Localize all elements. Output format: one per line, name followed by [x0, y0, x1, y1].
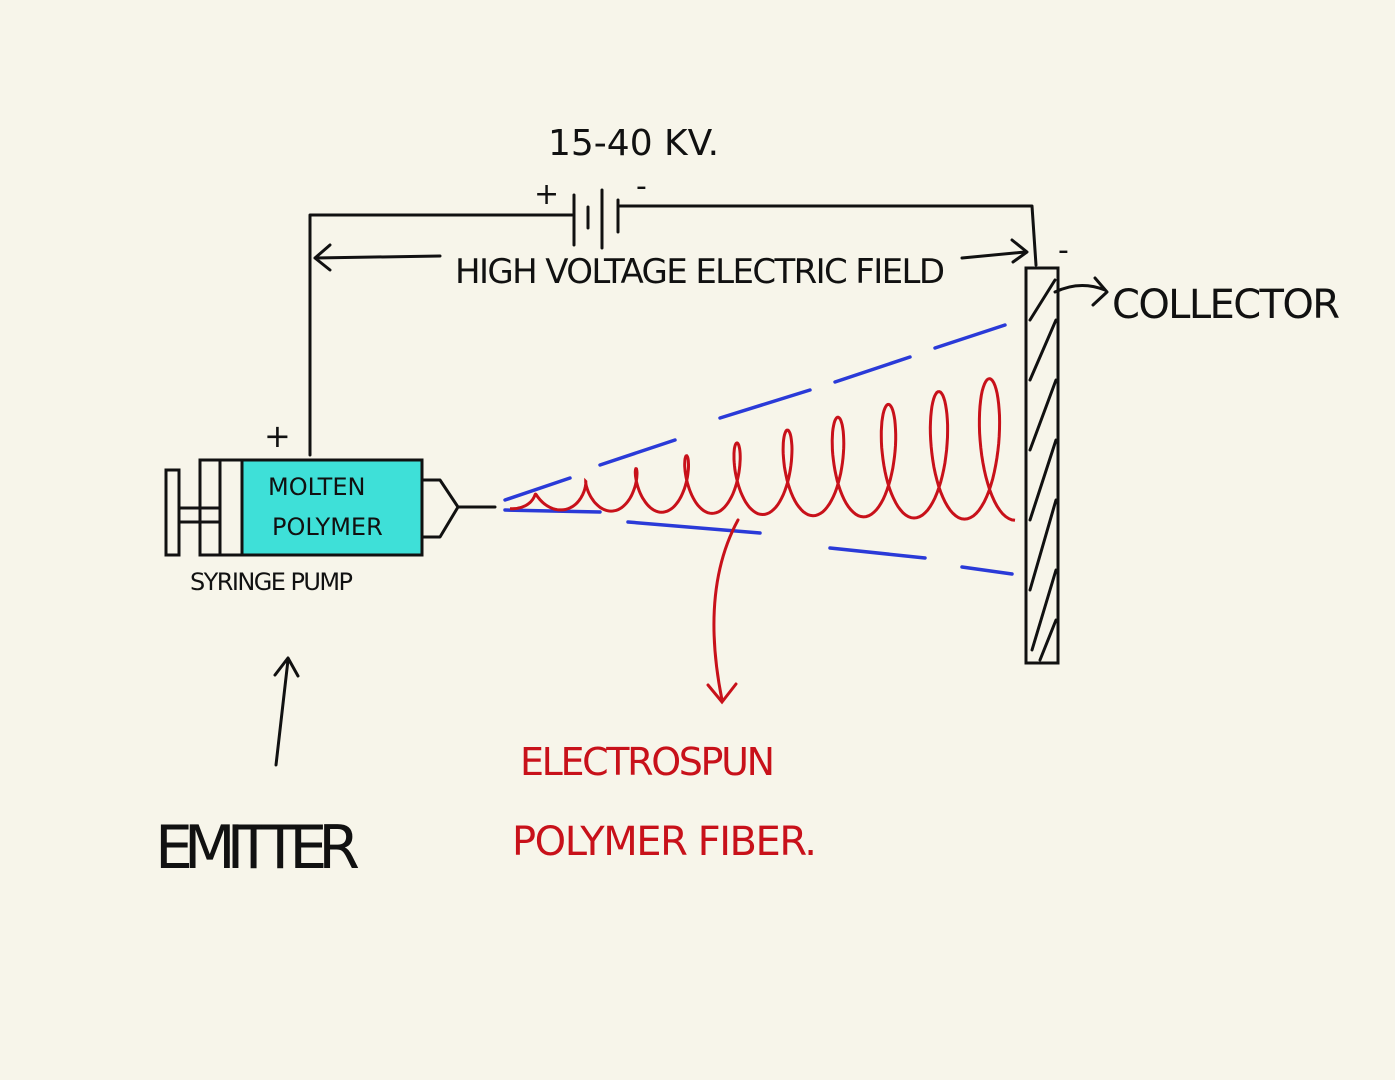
polymer-line1: MOLTEN: [268, 473, 365, 501]
syringe-pump-label: SYRINGE PUMP: [190, 568, 353, 596]
field-arrow-left-icon: [313, 243, 442, 272]
polymer-fiber-spiral: [510, 377, 1016, 522]
emitter-arrow-icon: [273, 656, 300, 767]
battery-plus: +: [534, 177, 559, 212]
syringe-pump: [164, 458, 497, 557]
fiber-pointer-arrow-icon: [706, 518, 740, 705]
collector-arrow-icon: [1053, 276, 1109, 307]
wire-negative: [618, 204, 1038, 267]
battery-icon: [572, 188, 620, 250]
wire-positive: [308, 213, 574, 457]
polymer-line2: POLYMER: [272, 513, 383, 541]
molten-polymer-chamber: [240, 458, 424, 557]
fiber-label-line2: POLYMER FIBER.: [512, 819, 817, 865]
voltage-label: 15-40 KV.: [548, 123, 719, 164]
collector-label: COLLECTOR: [1112, 282, 1340, 328]
field-cone-lines: [503, 323, 1014, 576]
fiber-label-line1: ELECTROSPUN: [520, 740, 775, 784]
emitter-label: EMITTER: [155, 813, 360, 883]
collector-plate: [1024, 266, 1060, 665]
collector-minus: -: [1058, 233, 1069, 268]
syringe-plus: +: [264, 417, 291, 455]
field-label: HIGH VOLTAGE ELECTRIC FIELD: [455, 252, 945, 292]
battery-minus: -: [636, 169, 647, 204]
field-arrow-right-icon: [960, 238, 1029, 264]
